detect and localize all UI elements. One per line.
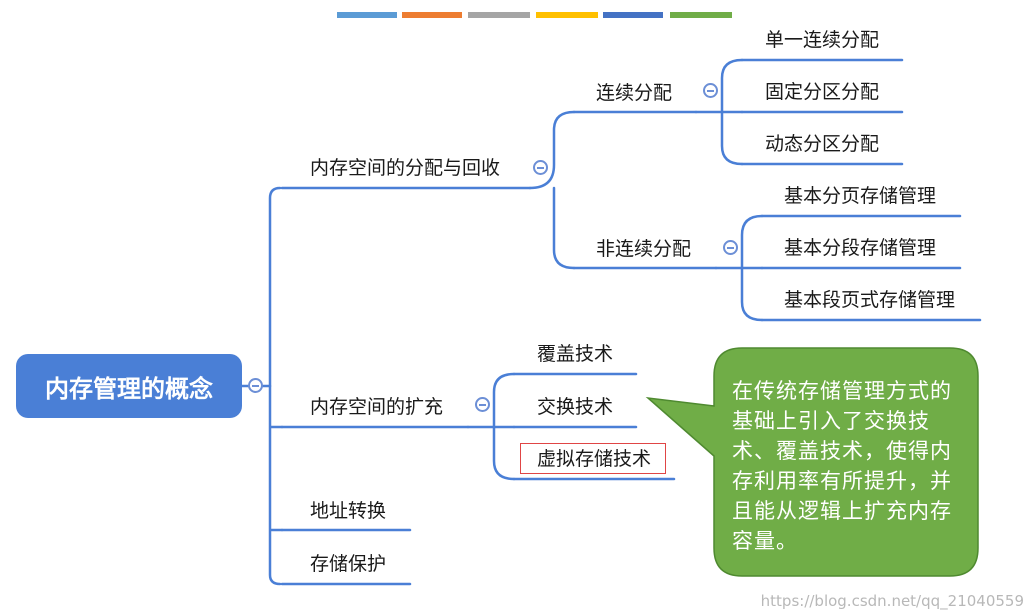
node-exp-overlay[interactable]: 覆盖技术 xyxy=(537,343,614,365)
node-allocation[interactable]: 内存空间的分配与回收 xyxy=(310,157,501,179)
palette-swatch-1 xyxy=(337,12,397,18)
palette-swatch-6 xyxy=(670,12,732,18)
callout-bubble xyxy=(645,347,979,577)
connector-noncontiguous xyxy=(714,214,764,322)
virtual-storage-highlight-box xyxy=(520,443,666,474)
palette-bar xyxy=(337,12,732,18)
connector-l1-spine xyxy=(268,186,284,586)
node-noncontiguous[interactable]: 非连续分配 xyxy=(596,238,692,260)
collapse-allocation-icon[interactable] xyxy=(533,160,548,175)
collapse-contiguous-icon[interactable] xyxy=(703,83,718,98)
palette-swatch-2 xyxy=(402,12,462,18)
connector-contiguous xyxy=(694,58,744,166)
node-cont-fixed[interactable]: 固定分区分配 xyxy=(765,81,880,103)
node-noncont-segpage[interactable]: 基本段页式存储管理 xyxy=(784,289,956,311)
root-node[interactable]: 内存管理的概念 xyxy=(16,354,242,418)
collapse-root-icon[interactable] xyxy=(248,378,263,393)
palette-swatch-4 xyxy=(536,12,598,18)
node-protection[interactable]: 存储保护 xyxy=(310,553,387,575)
node-contiguous[interactable]: 连续分配 xyxy=(596,82,673,104)
watermark: https://blog.csdn.net/qq_21040559 xyxy=(760,592,1024,610)
collapse-expansion-icon[interactable] xyxy=(475,397,490,412)
node-cont-single[interactable]: 单一连续分配 xyxy=(765,29,880,51)
node-address[interactable]: 地址转换 xyxy=(310,500,387,522)
node-noncont-segment[interactable]: 基本分段存储管理 xyxy=(784,237,937,259)
node-exp-swap[interactable]: 交换技术 xyxy=(537,396,614,418)
node-expansion[interactable]: 内存空间的扩充 xyxy=(310,396,444,418)
node-cont-dynamic[interactable]: 动态分区分配 xyxy=(765,133,880,155)
callout-text: 在传统存储管理方式的基础上引入了交换技术、覆盖技术，使得内存利用率有所提升，并且… xyxy=(732,379,952,553)
palette-swatch-3 xyxy=(468,12,530,18)
collapse-noncontiguous-icon[interactable] xyxy=(723,240,738,255)
node-noncont-paging[interactable]: 基本分页存储管理 xyxy=(784,185,937,207)
connector-expansion xyxy=(466,372,516,481)
node-exp-virtual[interactable]: 虚拟存储技术 xyxy=(537,448,652,470)
palette-swatch-5 xyxy=(603,12,663,18)
connector-allocation xyxy=(528,110,576,270)
